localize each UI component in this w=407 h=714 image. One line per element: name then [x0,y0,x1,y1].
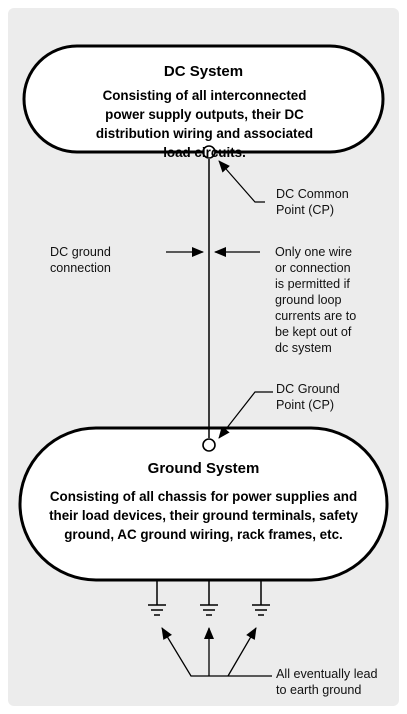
dc-system-description: Consisting of all interconnected power s… [95,88,314,160]
dc-ground-point-label: DC Ground Point (CP) [276,382,340,412]
single-wire-note: Only one wire or connection is permitted… [275,245,357,355]
dc-ground-point-leader [218,391,273,439]
dc-system-title: DC System [163,63,244,80]
ground-system-box [18,426,389,582]
dc-common-point-leader [218,160,265,203]
earth-ground-symbol [200,580,218,616]
earth-ground-leader [227,627,257,677]
earth-ground-leader [161,627,272,677]
ground-system-description: Consisting of all chassis for power supp… [49,489,358,542]
dc-common-point-terminal [202,145,216,159]
dc-ground-connection-label: DC ground connection [50,245,111,275]
dc-ground-point-terminal [202,438,216,452]
earth-ground-symbol [148,580,166,616]
dc-common-point-label: DC Common Point (CP) [276,187,349,217]
earth-ground-note: All eventually lead to earth ground [276,667,378,697]
earth-ground-symbol [252,580,270,616]
ground-system-title: Ground System [147,460,260,477]
